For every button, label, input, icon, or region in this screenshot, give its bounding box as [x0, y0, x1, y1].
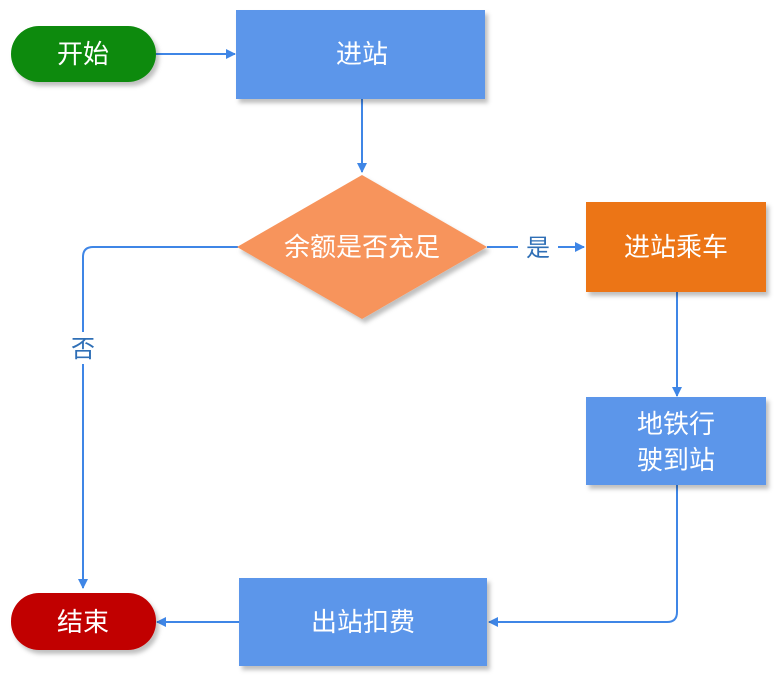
yes-label-bg — [518, 232, 558, 262]
edge-decision-to-end — [78, 246, 238, 589]
board-shape — [586, 202, 766, 292]
node-exit: 出站扣费 — [239, 578, 487, 666]
enter-label: 进站 — [336, 40, 388, 70]
end-label: 结束 — [57, 608, 109, 638]
edge-ride-to-exit — [488, 485, 678, 627]
enter-shape — [236, 10, 485, 99]
start-shape — [11, 26, 156, 82]
node-decision: 余额是否充足 — [237, 175, 487, 319]
exit-shape — [239, 578, 487, 666]
board-label: 进站乘车 — [624, 233, 728, 263]
node-board: 进站乘车 — [586, 202, 766, 292]
node-ride: 地铁行 驶到站 — [586, 397, 766, 485]
no-label-bg — [68, 332, 98, 364]
edges — [78, 49, 682, 627]
edge-label-no: 否 — [71, 335, 95, 363]
node-enter: 进站 — [236, 10, 485, 99]
ride-label-line2: 驶到站 — [637, 446, 715, 476]
decision-shape — [237, 175, 487, 319]
decision-label: 余额是否充足 — [284, 233, 440, 263]
start-label: 开始 — [57, 40, 109, 70]
end-shape — [11, 593, 156, 650]
edge-label-yes: 是 — [526, 234, 550, 262]
ride-label-line1: 地铁行 — [637, 410, 715, 440]
node-start: 开始 — [11, 26, 156, 82]
exit-label: 出站扣费 — [311, 608, 415, 638]
ride-shape — [586, 397, 766, 485]
node-end: 结束 — [11, 593, 156, 650]
